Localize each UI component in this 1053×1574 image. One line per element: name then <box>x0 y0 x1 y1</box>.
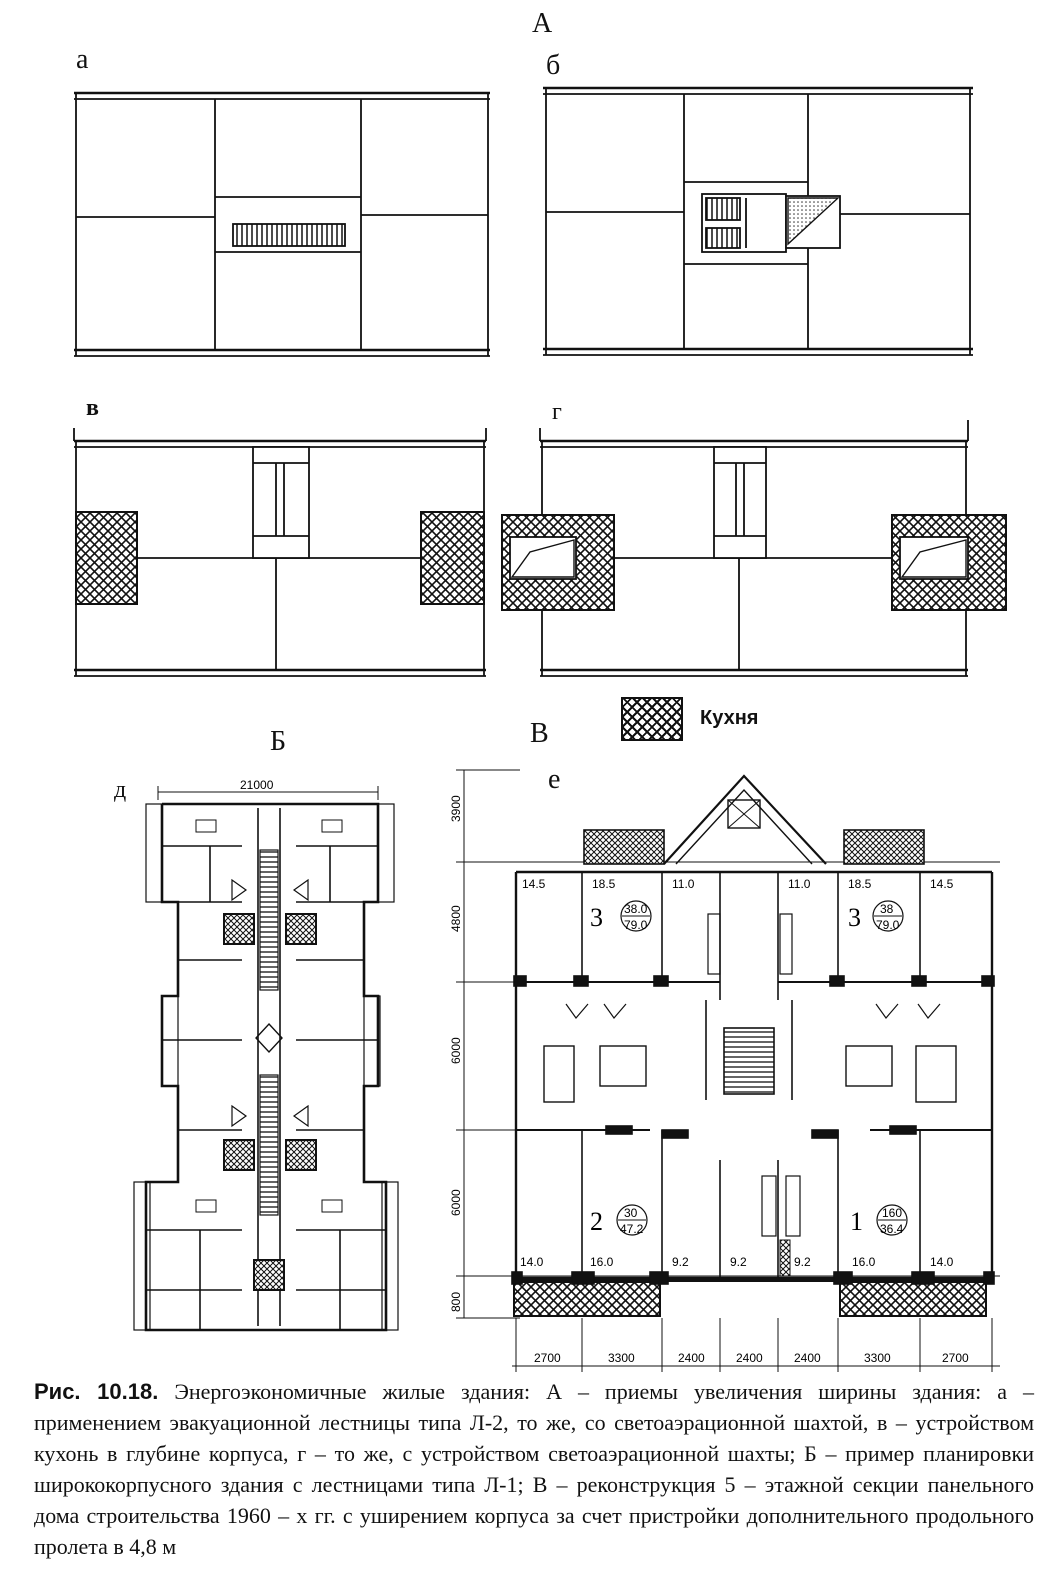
dim-v-3900: 3900 <box>449 795 463 822</box>
area-bottom-5: 16.0 <box>852 1255 876 1269</box>
area-top-4: 18.5 <box>848 877 872 891</box>
section-label-b-cap: Б <box>270 726 287 757</box>
dim-h-2: 2400 <box>678 1351 705 1365</box>
plan-b <box>543 86 973 356</box>
apt-bottom-0: 79.0 <box>624 918 648 932</box>
section-label-v-cap: В <box>530 718 549 749</box>
sub-label-v: в <box>86 395 99 421</box>
dim-h-5: 3300 <box>864 1351 891 1365</box>
kitchen-legend-swatch <box>621 697 683 741</box>
dim-h-0: 2700 <box>534 1351 561 1365</box>
plan-v <box>73 428 487 677</box>
dim-v-6000-a: 6000 <box>449 1037 463 1064</box>
plan-d <box>133 786 399 1332</box>
apt-bottom-2: 47.2 <box>620 1222 644 1236</box>
caption-text: Энергоэкономичные жилые здания: А – прие… <box>34 1379 1035 1559</box>
apt-top-0: 38.0 <box>624 902 648 916</box>
apt-top-3: 160 <box>882 1206 902 1220</box>
apt-num-0: 3 <box>590 903 603 932</box>
dim-v-800: 800 <box>449 1292 463 1312</box>
sub-label-d: д <box>114 777 127 803</box>
area-top-3: 11.0 <box>788 877 811 891</box>
caption-lead: Рис. 10.18. <box>34 1379 159 1404</box>
dim-v-4800: 4800 <box>449 905 463 932</box>
area-bottom-0: 14.0 <box>520 1255 544 1269</box>
sub-label-b: б <box>546 50 561 81</box>
apt-num-1: 3 <box>848 903 861 932</box>
apt-num-2: 2 <box>590 1207 603 1236</box>
area-bottom-1: 16.0 <box>590 1255 614 1269</box>
area-bottom-2: 9.2 <box>672 1255 689 1269</box>
area-top-2: 11.0 <box>672 877 695 891</box>
apt-bottom-1: 79.0 <box>876 918 900 932</box>
dim-h-4: 2400 <box>794 1351 821 1365</box>
dim-h-6: 2700 <box>942 1351 969 1365</box>
dim-v-6000-b: 6000 <box>449 1189 463 1216</box>
apt-top-1: 38 <box>880 902 894 916</box>
area-top-5: 14.5 <box>930 877 954 891</box>
apt-top-2: 30 <box>624 1206 638 1220</box>
apt-num-3: 1 <box>850 1207 863 1236</box>
plan-e <box>456 769 1000 1372</box>
plan-a <box>74 91 490 357</box>
section-label-a-cap: А <box>532 8 553 39</box>
area-top-0: 14.5 <box>522 877 546 891</box>
sub-label-a: а <box>76 44 89 75</box>
dim-h-1: 3300 <box>608 1351 635 1365</box>
kitchen-legend-label: Кухня <box>700 707 759 729</box>
area-bottom-4: 9.2 <box>794 1255 811 1269</box>
dim-h-3: 2400 <box>736 1351 763 1365</box>
plan-g <box>501 420 1007 677</box>
apt-bottom-3: 36.4 <box>880 1222 904 1236</box>
sub-label-g: г <box>552 399 562 425</box>
figure-caption: Рис. 10.18. Энергоэкономичные жилые здан… <box>34 1376 1034 1562</box>
area-bottom-6: 14.0 <box>930 1255 954 1269</box>
sub-label-e: е <box>548 764 561 795</box>
plan-d-width-dimension: 21000 <box>240 778 274 792</box>
area-bottom-3: 9.2 <box>730 1255 747 1269</box>
area-top-1: 18.5 <box>592 877 616 891</box>
